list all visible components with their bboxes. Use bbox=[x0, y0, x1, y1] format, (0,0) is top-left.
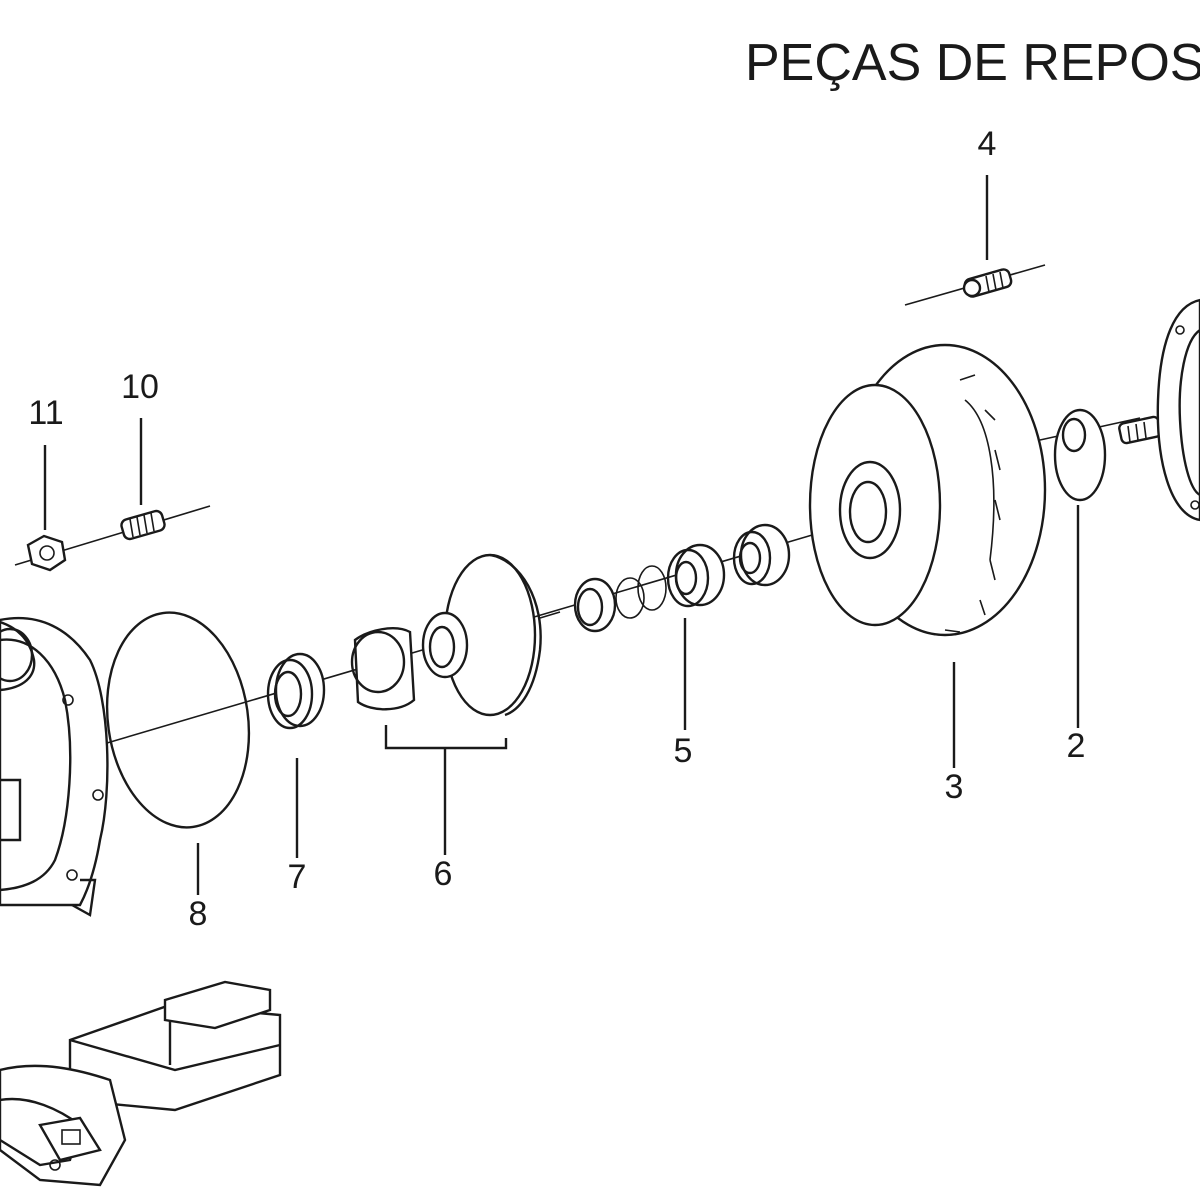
motor-end-flange bbox=[1118, 298, 1200, 522]
wear-ring-part-7 bbox=[266, 652, 326, 730]
hex-nut-part-11 bbox=[14, 505, 211, 572]
callout-10: 10 bbox=[121, 368, 159, 406]
gasket-part-8 bbox=[105, 611, 251, 829]
pump-volute-housing bbox=[0, 616, 109, 917]
mechanical-seal-part-5 bbox=[573, 543, 726, 633]
seal-seat bbox=[732, 523, 791, 587]
callout-2: 2 bbox=[1067, 727, 1086, 765]
pump-base-foot bbox=[0, 980, 282, 1187]
seal-housing-part-3 bbox=[808, 343, 1047, 637]
impeller-part-6 bbox=[350, 553, 561, 717]
callout-8: 8 bbox=[189, 895, 208, 933]
callout-6: 6 bbox=[434, 855, 453, 893]
stud-bolt-part-10 bbox=[120, 509, 166, 541]
page-title: PEÇAS DE REPOSIÇ bbox=[745, 34, 1200, 92]
leader-lines bbox=[43, 175, 1080, 895]
washer-part-2 bbox=[1053, 408, 1107, 502]
screw-part-4 bbox=[904, 264, 1046, 306]
callout-5: 5 bbox=[674, 732, 693, 770]
callout-4: 4 bbox=[978, 125, 997, 163]
callout-11: 11 bbox=[28, 394, 63, 432]
callout-7: 7 bbox=[288, 858, 307, 896]
callout-3: 3 bbox=[945, 768, 964, 806]
